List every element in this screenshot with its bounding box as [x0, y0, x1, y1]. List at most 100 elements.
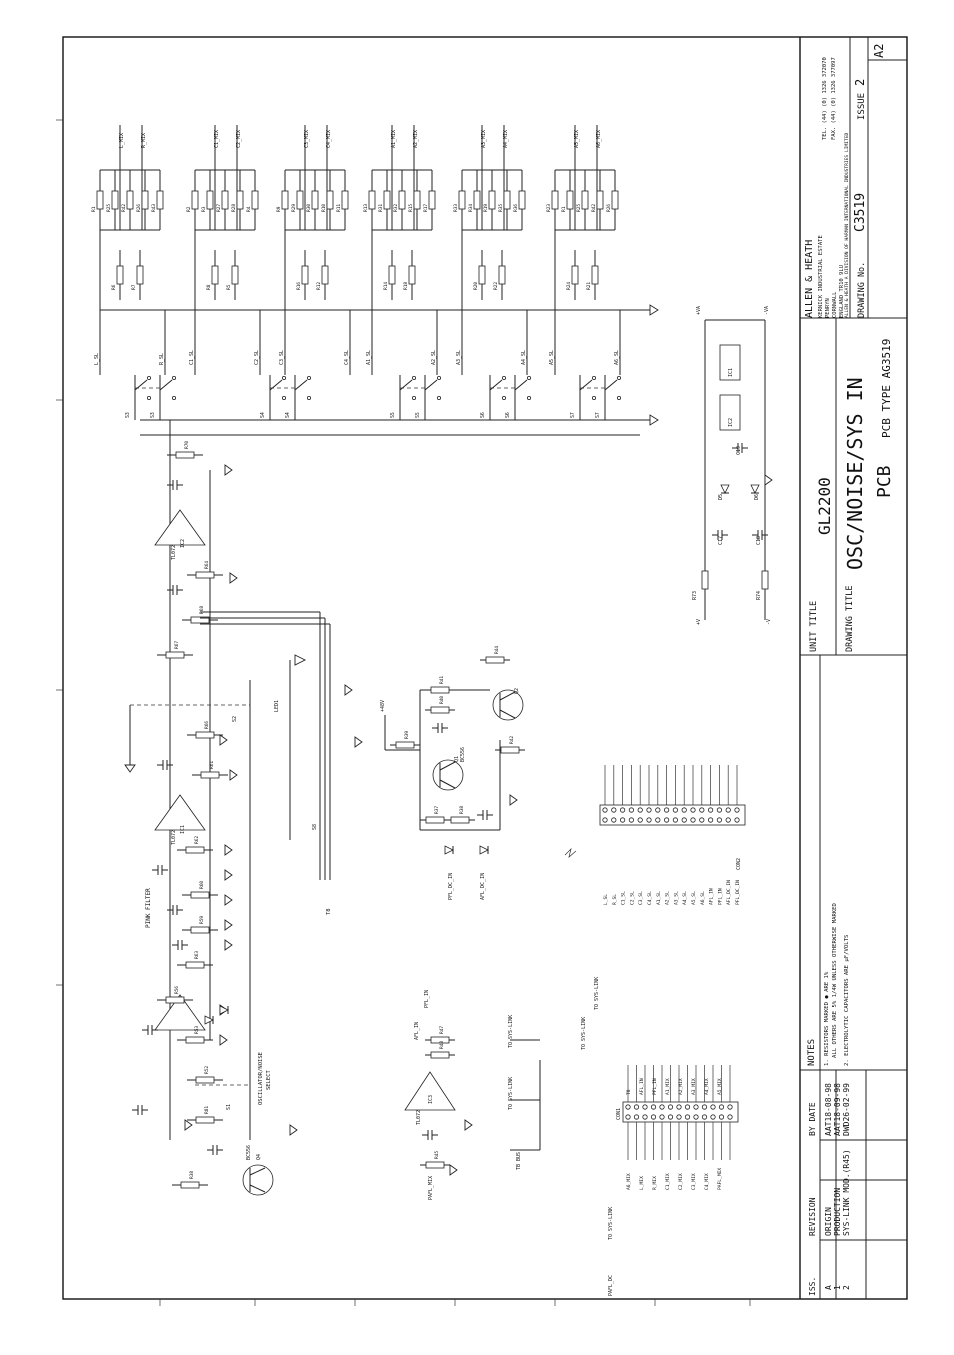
resistor-upper-label: R32 [393, 204, 399, 212]
switch-contact [501, 375, 506, 380]
con2-pin [628, 807, 635, 813]
sys-ground [344, 684, 353, 696]
diode [219, 1005, 229, 1015]
con1-pin [667, 1114, 674, 1120]
mix-bus-label: C4_MIX [326, 130, 332, 148]
resistor-lower [388, 265, 396, 285]
switch-contact [306, 395, 311, 400]
con2-pin [672, 807, 679, 813]
con2-pin-label: A6_SL [700, 891, 706, 905]
resistor-upper-label: R31 [378, 204, 384, 212]
resistor-upper-label: R11 [336, 204, 342, 212]
con2-pin [628, 817, 635, 823]
ic1-type-label: TL072 [171, 830, 177, 845]
resistor-upper [368, 190, 376, 210]
transistor-q1 [432, 759, 464, 791]
con1-pin-label: A5_MIX [717, 1078, 723, 1095]
osc-resistor-label: R81 [204, 1106, 210, 1114]
resistor-lower [211, 265, 219, 285]
switch-blade [604, 379, 618, 391]
con2-pin-label: R_SL [612, 894, 618, 905]
resistor-upper [191, 190, 199, 210]
switch-label: S4 [285, 412, 291, 418]
sys-resistor-label: R38 [459, 806, 465, 814]
con2-pin-label: PFL_DC_IN [735, 880, 741, 905]
osc-resistor [180, 1181, 200, 1189]
sl-label: R_SL [159, 353, 165, 365]
con1-pin [633, 1114, 640, 1120]
rev-header-iss: ISS. [808, 1277, 817, 1296]
con2-pin-label: AFL_DC_IN [726, 880, 732, 905]
rev-row-1-revision: ORIGIN [824, 1207, 833, 1236]
osc-ground [224, 869, 233, 881]
switch-contact [146, 375, 151, 380]
con2-pin [672, 817, 679, 823]
con2-pin-label: A3_SL [673, 891, 679, 905]
resistor-upper [581, 190, 589, 210]
resistor-lower-label: R21 [586, 282, 592, 290]
pafl-mix-label: PAFL_MIX [428, 1176, 434, 1200]
resistor-upper-label: R9 [276, 206, 282, 212]
resistor-upper [141, 190, 149, 210]
resistor-lower-label: R12 [316, 282, 322, 290]
osc-resistor [195, 731, 215, 739]
con2-pin [611, 817, 617, 823]
resistor-lower [116, 265, 124, 285]
opamp-ic1 [154, 794, 206, 831]
con1-pin-label: C1_MIX [665, 1173, 671, 1190]
sys-resistor [395, 741, 415, 749]
resistor-upper-label: R25 [106, 204, 112, 212]
rev-row-2-revision: PRODUCTION [833, 1188, 842, 1236]
con2-pin-label: C1_SL [621, 891, 627, 905]
resistor-upper [518, 190, 526, 210]
mix-bus-label: C3_MIX [304, 130, 310, 148]
con2-pin [663, 807, 670, 813]
con2-pin [655, 807, 661, 813]
con2-pin [690, 807, 696, 813]
resistor-upper [566, 190, 574, 210]
mix-bus-label: A6_MIX [596, 130, 602, 148]
sl-label: A2_SL [431, 350, 437, 365]
switch-contact [527, 375, 532, 380]
rev-row-2-by-date: AAT18-09-98 [833, 1083, 842, 1136]
power-resistor [761, 570, 769, 590]
unit-title: GL2200 [815, 477, 834, 535]
con2-pin-label: PFL_IN [717, 888, 723, 905]
con2-label: CON2 [736, 858, 742, 870]
con2-pin [611, 807, 617, 813]
resistor-upper [611, 190, 619, 210]
opamp-ic3 [404, 1071, 456, 1111]
resistor-upper [398, 190, 406, 210]
osc-resistor [195, 1076, 215, 1084]
q2-label: Q2 [514, 688, 520, 694]
sys-resistor [425, 816, 445, 824]
ic2-power-label: IC2 [728, 418, 734, 427]
con2-pin [725, 807, 731, 813]
switch-contact [501, 395, 506, 400]
resistor-upper-label: R34 [468, 204, 474, 212]
resistor-upper-label: R13 [363, 204, 369, 212]
resistor-lower-label: R18 [403, 282, 409, 290]
sys-resistor-label: R41 [439, 676, 445, 684]
syslink-label-3: TO SYS-LINK [581, 1017, 587, 1050]
con2-pin [690, 817, 696, 823]
sys-resistor-label: R47 [439, 1026, 445, 1034]
switch-blade [269, 379, 283, 391]
switch-contact [436, 375, 441, 380]
resistor-upper [428, 190, 436, 210]
osc-ground [229, 572, 238, 584]
sl-label: C4_SL [344, 350, 350, 365]
drawing-title-label: DRAWING TITLE [845, 585, 855, 652]
osc-noise-label: OSCILLATOR/NOISE [258, 1052, 264, 1105]
osc-resistor [185, 961, 205, 969]
r73-label: R73 [692, 591, 698, 600]
diode [479, 845, 489, 855]
syslink-label-2: TO SYS-LINK [508, 1077, 514, 1110]
address-line-2: PENRYN [825, 298, 831, 318]
resistor-upper-label: R43 [151, 204, 157, 212]
con1-pin-label: AFL_IN [639, 1078, 645, 1095]
telephone: TEL. (44) (0) 1326 372070 [822, 57, 828, 140]
ic1-power-label: IC1 [728, 368, 734, 377]
revision-table: ISS. REVISION BY DATE A ORIGIN AAT18-08-… [808, 1083, 851, 1296]
